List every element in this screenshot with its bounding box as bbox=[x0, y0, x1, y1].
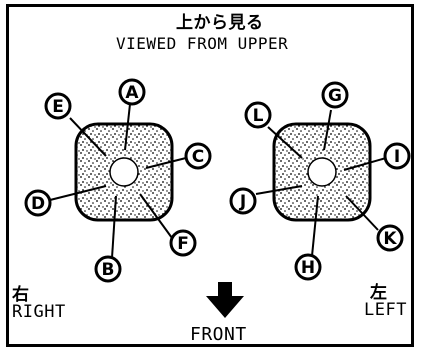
callout-f: F bbox=[169, 229, 197, 257]
diagram-frame bbox=[6, 4, 414, 347]
callout-e: E bbox=[44, 92, 72, 120]
callout-g: G bbox=[321, 81, 349, 109]
arrow-down-icon bbox=[206, 282, 244, 318]
title-japanese: 上から見る bbox=[176, 13, 264, 33]
callout-c: C bbox=[184, 142, 212, 170]
svg-text:C: C bbox=[192, 147, 204, 167]
callout-i: I bbox=[383, 142, 411, 170]
title-english: VIEWED FROM UPPER bbox=[116, 34, 289, 53]
left-label-english: LEFT bbox=[364, 300, 407, 320]
svg-text:L: L bbox=[253, 106, 264, 126]
svg-text:I: I bbox=[394, 147, 400, 167]
callout-b: B bbox=[94, 255, 122, 283]
svg-text:G: G bbox=[328, 86, 342, 106]
callout-l: L bbox=[244, 101, 272, 129]
left-unit-center bbox=[109, 157, 139, 187]
left-label-japanese: 左 bbox=[370, 283, 388, 303]
callout-a: A bbox=[118, 78, 146, 106]
svg-text:K: K bbox=[383, 229, 397, 249]
svg-text:B: B bbox=[102, 260, 115, 280]
svg-text:J: J bbox=[239, 192, 246, 212]
callout-j: J bbox=[229, 187, 257, 215]
right-unit-center bbox=[307, 157, 337, 187]
right-label-japanese: 右 bbox=[12, 285, 30, 305]
right-label-english: RIGHT bbox=[12, 302, 66, 322]
right-unit bbox=[255, 109, 387, 257]
svg-text:F: F bbox=[177, 234, 189, 254]
svg-text:D: D bbox=[31, 194, 45, 214]
svg-text:H: H bbox=[301, 258, 315, 278]
svg-text:E: E bbox=[52, 97, 64, 117]
svg-text:A: A bbox=[125, 83, 139, 103]
callout-d: D bbox=[24, 189, 52, 217]
callout-h: H bbox=[294, 253, 322, 281]
front-label: FRONT bbox=[190, 324, 247, 345]
callout-k: K bbox=[376, 224, 404, 252]
left-unit bbox=[49, 103, 187, 259]
